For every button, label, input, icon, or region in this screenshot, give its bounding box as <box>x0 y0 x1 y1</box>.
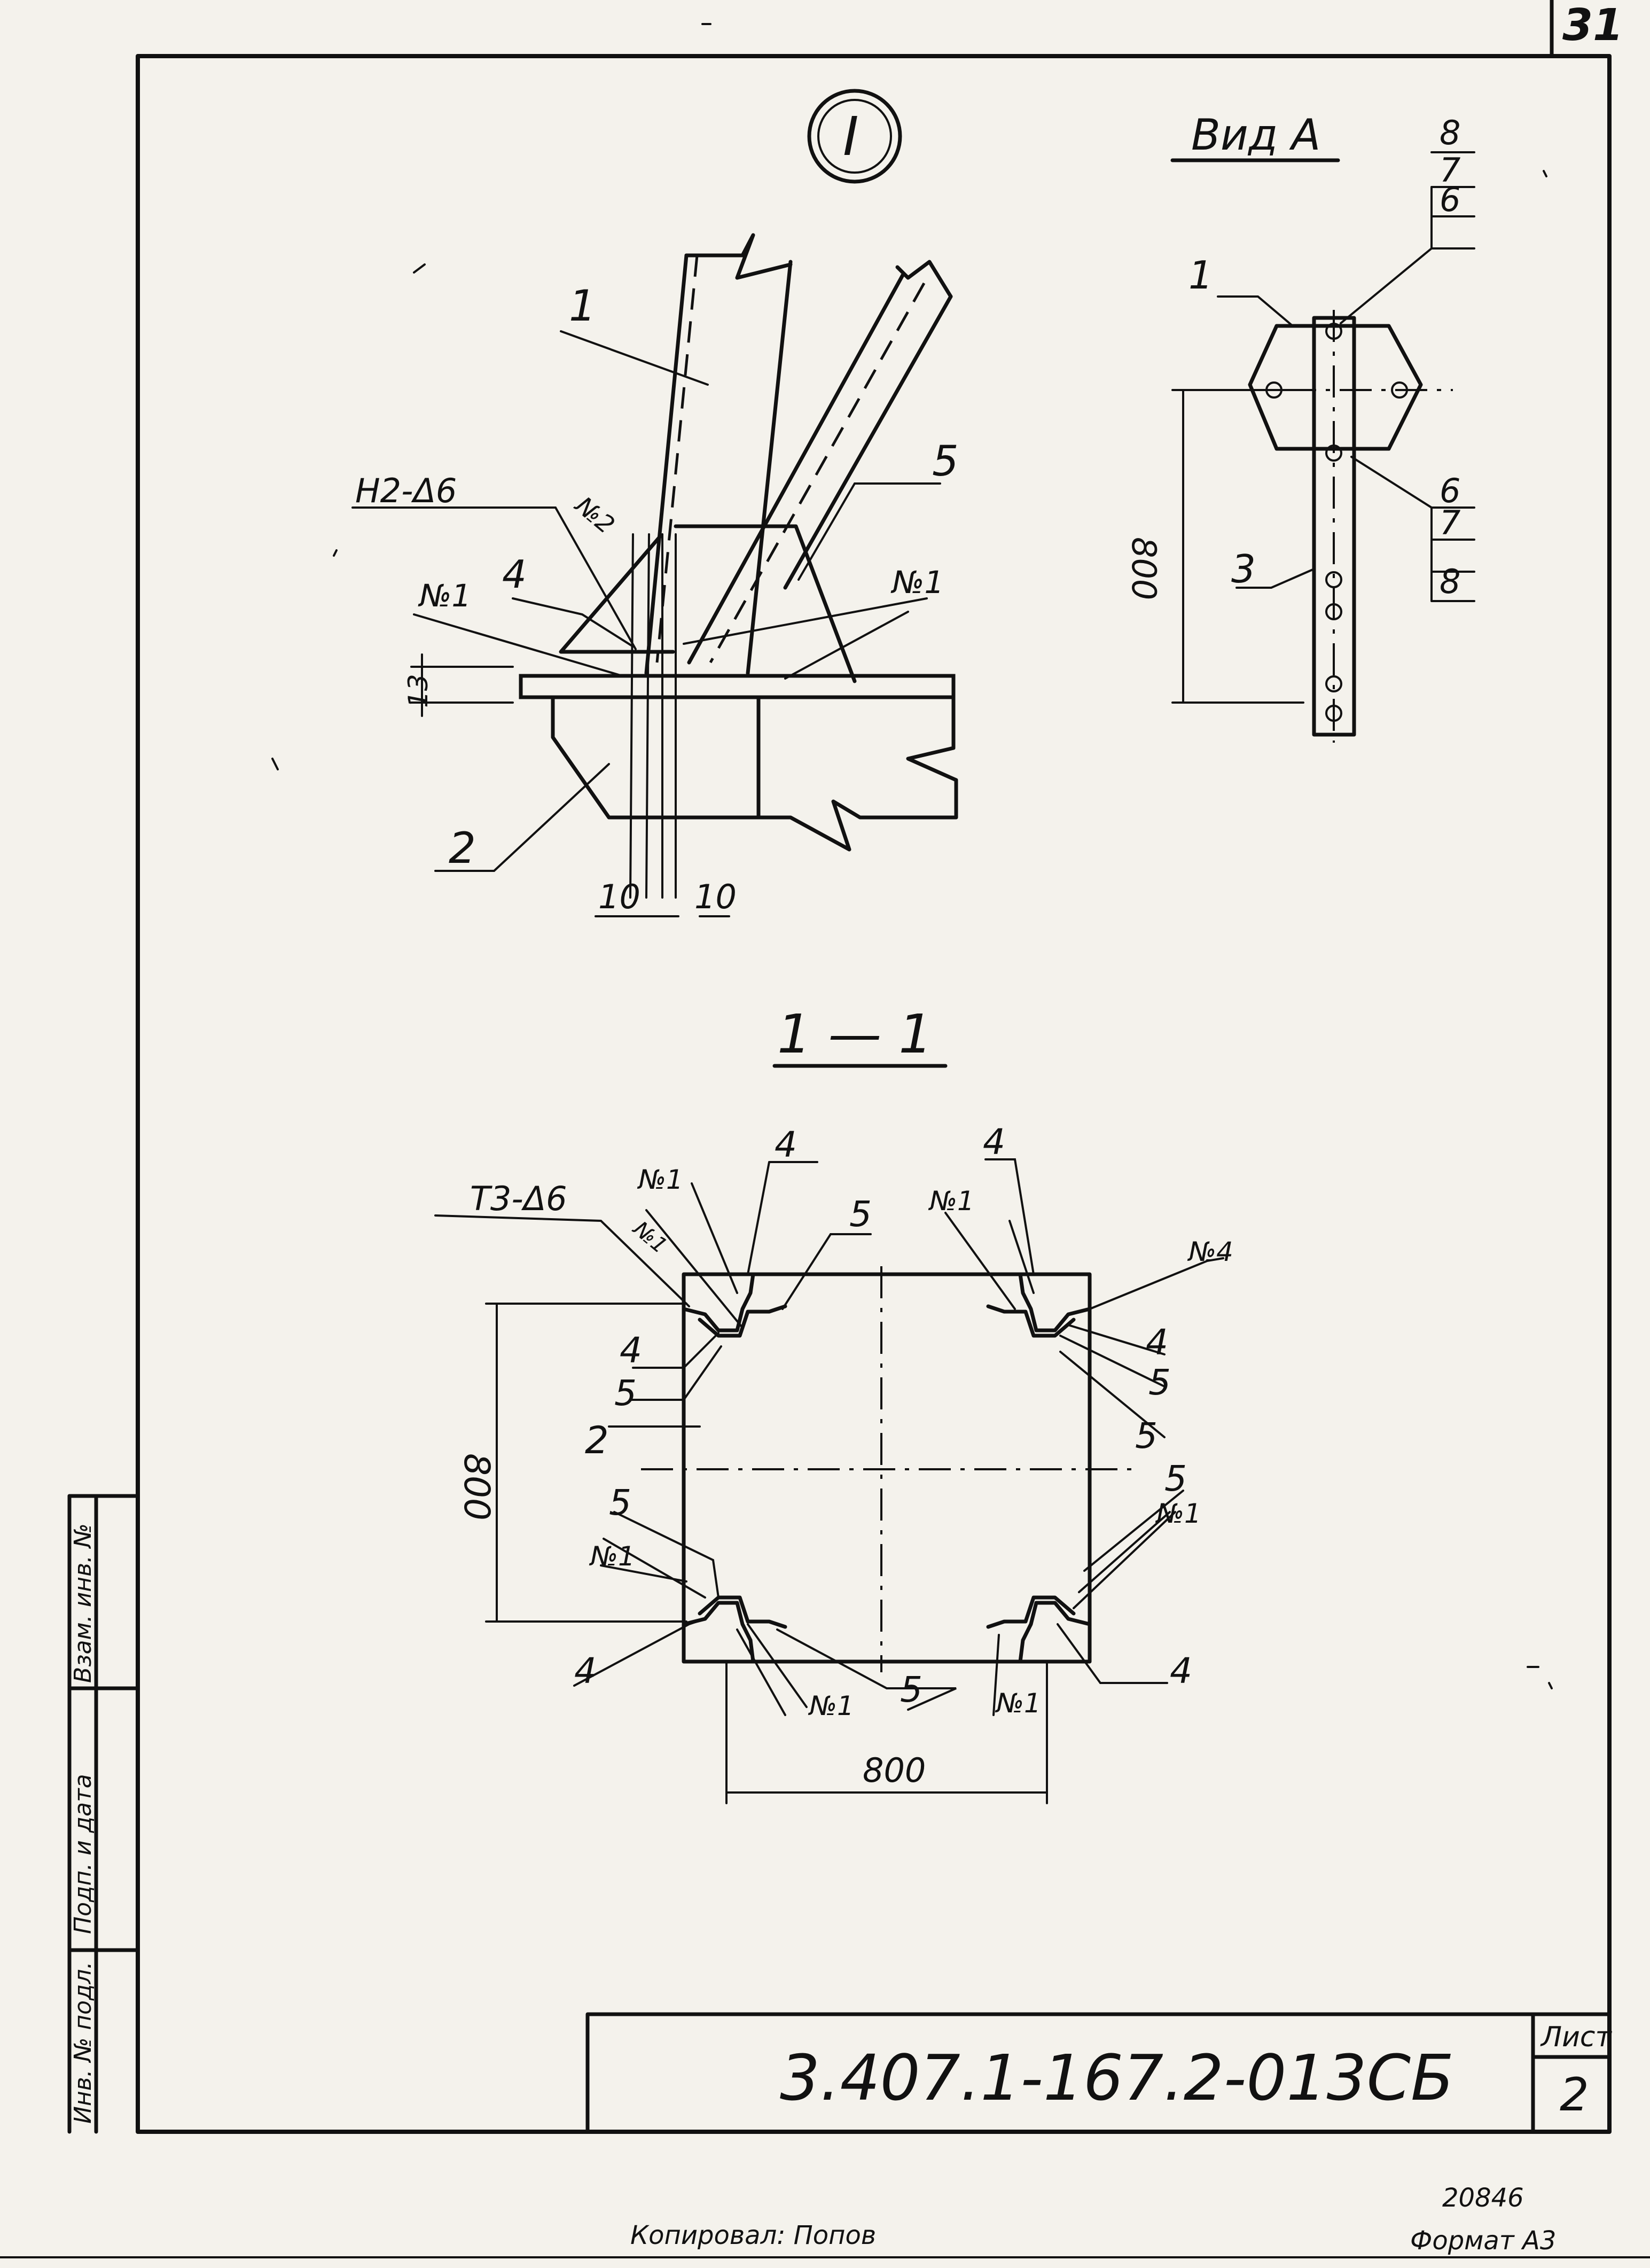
scan-noise <box>271 23 1553 1689</box>
bottom-stamp-right: Формат А3 <box>1410 2226 1556 2256</box>
side-stamp-replace: Взам. инв. № <box>69 1523 97 1683</box>
section-label-tr-4b: 4 <box>1146 1322 1168 1363</box>
section-label-weld-t3: Т3-Δ6 <box>470 1179 567 1218</box>
section-title: 1 — 1 <box>777 1003 933 1065</box>
sheet-number: 2 <box>1560 2068 1589 2122</box>
section-label-bl-5b: 5 <box>900 1669 922 1710</box>
view-a-drawing <box>1171 151 1475 743</box>
detail-label-13: 13 <box>403 674 434 708</box>
detail-label-2: 2 <box>449 823 476 873</box>
section-label-tl-no1: №1 <box>637 1164 683 1195</box>
section-label-tr-no1: №1 <box>928 1186 974 1217</box>
section-label-br-5: 5 <box>1164 1458 1187 1499</box>
detail-label-no1-left: №1 <box>418 578 471 614</box>
bottom-stamp-left: Копировал: Попов <box>630 2220 876 2250</box>
section-label-tl-5b: 5 <box>614 1373 637 1414</box>
section-label-bl-no1: №1 <box>589 1541 635 1572</box>
view-a-label-6-top: 6 <box>1440 180 1460 219</box>
section-label-tr-no4: №4 <box>1187 1236 1233 1267</box>
view-a-label-8-top: 8 <box>1440 113 1460 152</box>
section-label-bl-5: 5 <box>609 1482 631 1523</box>
side-stamp-sign: Подп. и дата <box>69 1774 97 1934</box>
detail-label-10-right: 10 <box>694 877 737 916</box>
detail-label-weld-no2: №2 <box>569 490 620 540</box>
section-label-br-no1: №1 <box>1155 1498 1201 1529</box>
section-label-br-no1b: №1 <box>995 1688 1041 1719</box>
section-label-tr-4a: 4 <box>983 1121 1005 1163</box>
detail-drawing <box>351 233 958 917</box>
detail-label-1: 1 <box>569 281 596 331</box>
view-a-label-3: 3 <box>1231 547 1256 591</box>
bottom-stamp-number: 20846 <box>1442 2183 1524 2213</box>
detail-label-weld-h2: Н2-Δ6 <box>355 471 457 510</box>
section-label-tl-4a: 4 <box>775 1124 797 1165</box>
view-a-dim-800: 800 <box>1124 537 1163 600</box>
detail-marker-label: I <box>843 105 859 168</box>
detail-label-4: 4 <box>502 552 527 597</box>
section-label-tl-4b: 4 <box>620 1330 642 1371</box>
sheet-frame <box>67 0 1612 2134</box>
section-label-tr-5b: 5 <box>1135 1415 1158 1456</box>
view-a-label-8-bottom: 8 <box>1440 562 1460 601</box>
view-a-label-1: 1 <box>1188 253 1213 298</box>
section-dim-800-vertical: 800 <box>456 1453 497 1521</box>
section-label-2: 2 <box>585 1419 609 1462</box>
detail-label-no1-right: №1 <box>890 564 944 601</box>
page-number: 31 <box>1562 0 1623 51</box>
detail-marker <box>807 89 902 184</box>
section-label-tr-5a: 5 <box>1148 1362 1171 1403</box>
section-label-bl-no1b: №1 <box>808 1690 854 1721</box>
section-label-br-4: 4 <box>1170 1650 1192 1692</box>
section-drawing <box>434 1158 1224 1804</box>
sheet-label: Лист <box>1540 2021 1612 2053</box>
view-a-bolts <box>1265 323 1408 722</box>
section-dim-800-horizontal: 800 <box>863 1751 926 1790</box>
view-a-title: Вид А <box>1191 110 1320 160</box>
view-a-label-7-top: 7 <box>1440 151 1460 190</box>
detail-label-5: 5 <box>932 438 959 486</box>
side-stamp-inv: Инв. № подл. <box>69 1961 97 2124</box>
view-a-label-7-bottom: 7 <box>1440 503 1460 542</box>
detail-label-10-left: 10 <box>598 877 640 916</box>
view-a-label-6-bottom: 6 <box>1440 471 1460 510</box>
section-label-tl-5a: 5 <box>849 1194 872 1235</box>
section-label-bl-4: 4 <box>574 1650 597 1692</box>
document-code: 3.407.1-167.2-013СБ <box>780 2041 1454 2115</box>
